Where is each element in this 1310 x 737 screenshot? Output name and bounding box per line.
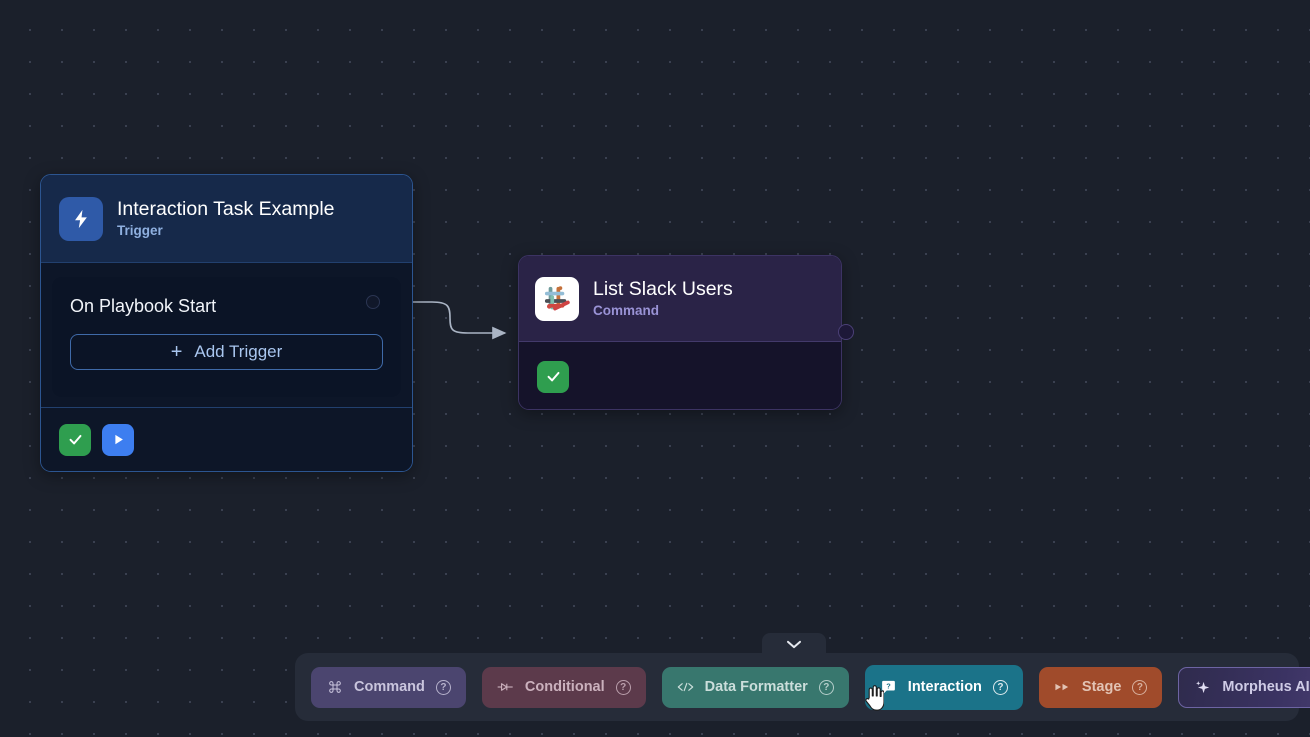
svg-text:?: ? bbox=[886, 681, 891, 690]
add-trigger-button[interactable]: + Add Trigger bbox=[70, 334, 383, 370]
node-trigger-header[interactable]: Interaction Task Example Trigger bbox=[41, 175, 412, 263]
node-palette-toolbar[interactable]: Command ? Conditional ? bbox=[295, 653, 1310, 721]
chevron-down-icon bbox=[786, 637, 802, 655]
help-icon[interactable]: ? bbox=[435, 679, 451, 695]
code-tags-icon bbox=[677, 679, 694, 696]
palette-label-interaction: Interaction bbox=[907, 679, 982, 695]
node-trigger-titles: Interaction Task Example Trigger bbox=[117, 198, 335, 239]
palette-label-stage: Stage bbox=[1081, 679, 1122, 695]
node-command-subtitle: Command bbox=[593, 303, 660, 318]
chat-question-icon: ? bbox=[880, 679, 897, 696]
node-trigger-subtitle: Trigger bbox=[117, 223, 163, 238]
node-trigger-title: Interaction Task Example bbox=[117, 198, 335, 220]
lightning-bolt-icon bbox=[59, 196, 103, 241]
branch-icon bbox=[497, 679, 514, 696]
help-icon[interactable]: ? bbox=[992, 679, 1008, 695]
node-command-header[interactable]: List Slack Users Command bbox=[519, 256, 841, 342]
palette-button-interaction[interactable]: ? Interaction ? bbox=[864, 664, 1023, 710]
node-command-title: List Slack Users bbox=[593, 278, 733, 300]
palette-button-data-formatter[interactable]: Data Formatter ? bbox=[661, 666, 849, 708]
palette-label-command: Command bbox=[354, 679, 425, 695]
trigger-output-port[interactable] bbox=[366, 295, 380, 309]
palette-label-morpheus-ai: Morpheus AI bbox=[1222, 679, 1310, 695]
palette-button-stage[interactable]: Stage ? bbox=[1038, 666, 1163, 708]
help-icon[interactable]: ? bbox=[615, 679, 631, 695]
node-command[interactable]: List Slack Users Command bbox=[518, 255, 842, 410]
palette-button-conditional[interactable]: Conditional ? bbox=[481, 666, 646, 708]
trigger-condition-label: On Playbook Start bbox=[70, 296, 217, 316]
add-trigger-label: Add Trigger bbox=[194, 342, 283, 361]
sparkle-icon bbox=[1194, 679, 1211, 696]
node-trigger-footer bbox=[41, 407, 412, 471]
node-command-footer bbox=[519, 342, 841, 409]
fast-forward-icon bbox=[1054, 679, 1071, 696]
palette-label-data-formatter: Data Formatter bbox=[704, 679, 808, 695]
node-trigger-body: On Playbook Start + Add Trigger bbox=[52, 277, 401, 397]
help-icon[interactable]: ? bbox=[1132, 679, 1148, 695]
command-output-port[interactable] bbox=[838, 324, 854, 340]
command-key-icon bbox=[326, 679, 343, 696]
palette-button-morpheus-ai[interactable]: Morpheus AI ? bbox=[1178, 666, 1310, 708]
palette-label-conditional: Conditional bbox=[524, 679, 605, 695]
node-command-titles: List Slack Users Command bbox=[593, 278, 733, 319]
slack-icon bbox=[535, 276, 579, 321]
help-icon[interactable]: ? bbox=[818, 679, 834, 695]
node-trigger[interactable]: Interaction Task Example Trigger On Play… bbox=[40, 174, 413, 472]
run-chip[interactable] bbox=[102, 423, 134, 456]
plus-icon: + bbox=[170, 341, 183, 363]
palette-button-command[interactable]: Command ? bbox=[311, 666, 466, 708]
validated-check-chip[interactable] bbox=[59, 423, 91, 456]
validated-check-chip[interactable] bbox=[537, 360, 569, 393]
